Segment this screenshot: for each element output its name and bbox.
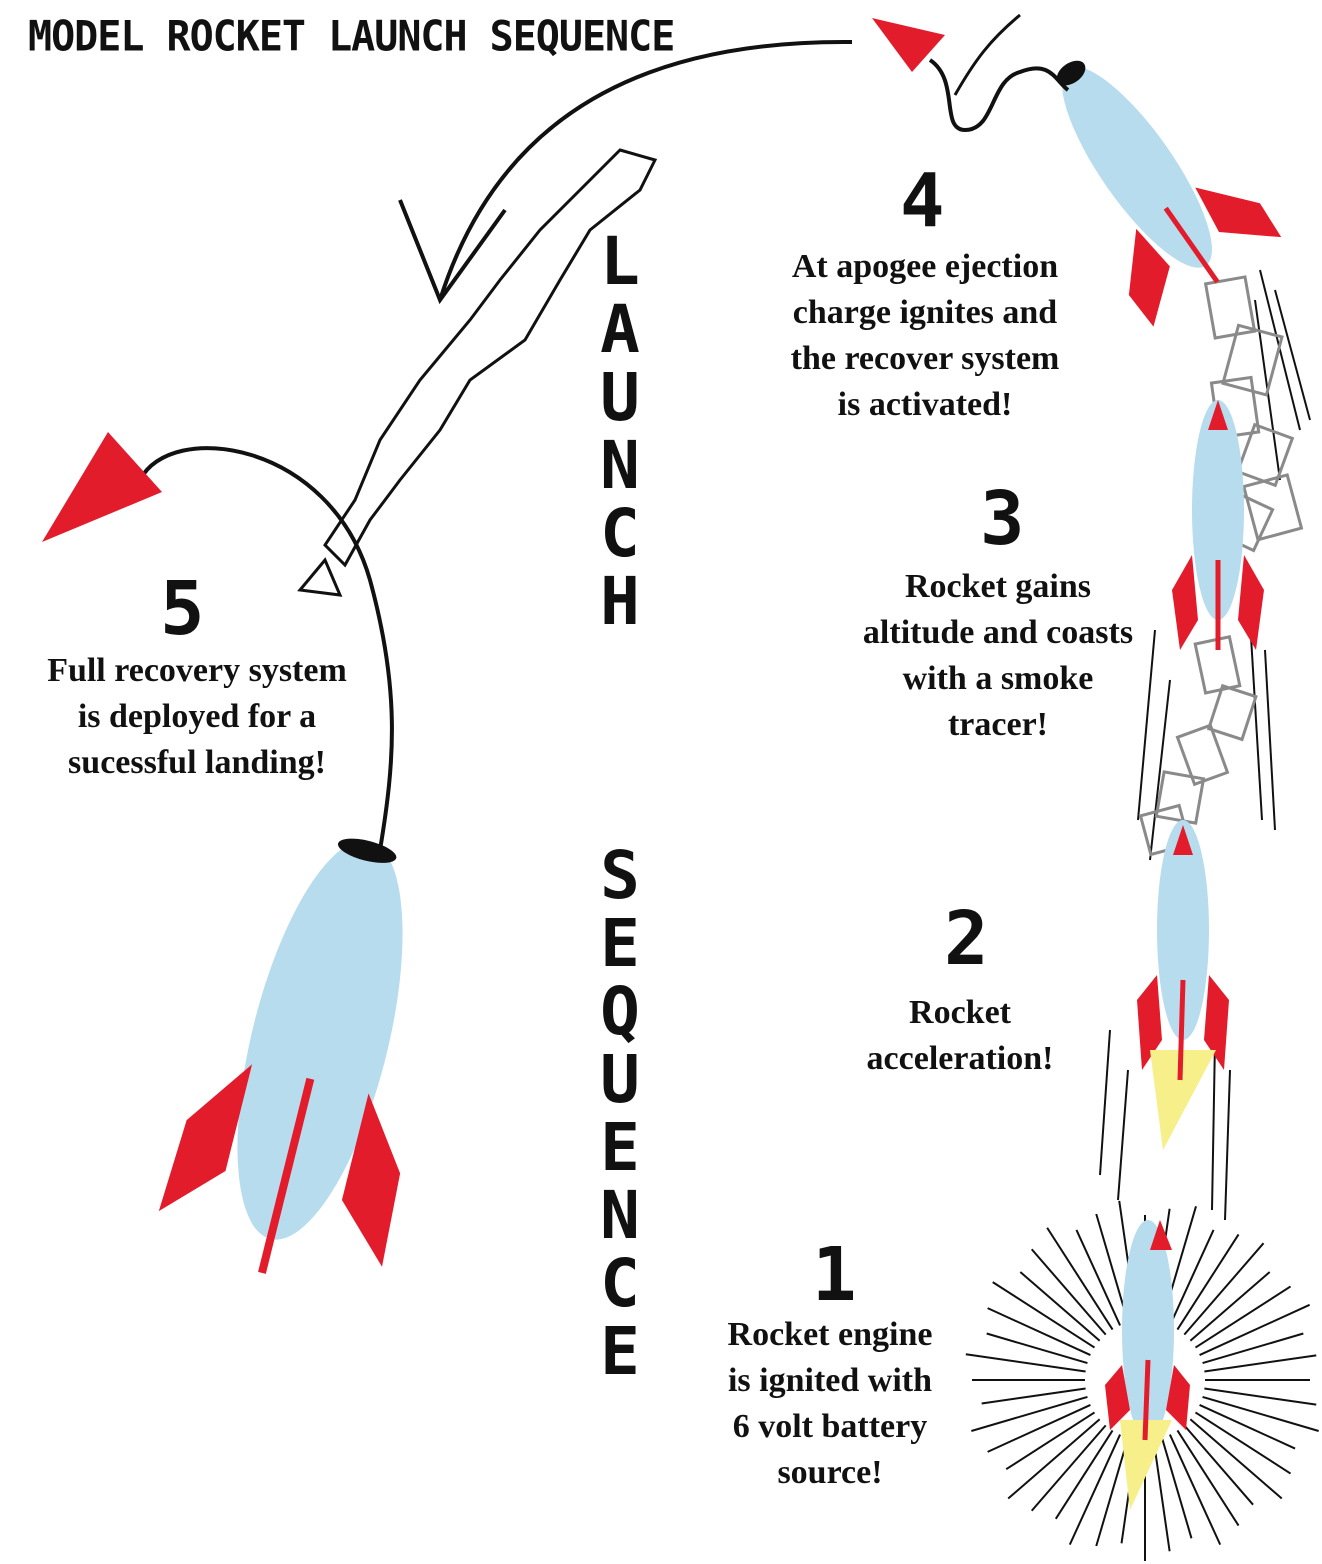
step-2-number: 2 [944,902,989,976]
step-5-text: Full recovery system is deployed for a s… [2,648,392,786]
page-title: MODEL ROCKET LAUNCH SEQUENCE [28,13,674,61]
burst-ray [1200,1405,1296,1449]
burst-ray [1076,1230,1120,1326]
step-2-text: Rocket acceleration! [830,990,1090,1082]
vertical-letter: L [600,228,640,296]
vertical-letter: A [600,296,640,364]
vertical-letter: H [600,568,640,636]
burst-ray [1170,1230,1214,1326]
rocket-accelerating [1137,820,1229,1150]
nose-cone-ejected [872,15,1068,130]
step-5-number: 5 [160,572,205,646]
step-4-text: At apogee ejection charge ignites and th… [750,244,1100,428]
vertical-letter: Q [600,978,640,1046]
vertical-letter: C [600,1250,640,1318]
step-3-text: Rocket gains altitude and coasts with a … [828,564,1168,748]
vertical-letter: U [600,1046,640,1114]
vertical-letter: N [600,1182,640,1250]
vertical-letter: E [600,1318,640,1386]
vertical-letter: N [600,432,640,500]
rocket-launch [1105,1220,1190,1510]
vertical-letter: E [600,910,640,978]
vertical-letter: C [600,500,640,568]
vertical-letter: E [600,1114,640,1182]
step-1-text: Rocket engine is ignited with 6 volt bat… [690,1312,970,1496]
landing-shock-cord [42,432,392,850]
step-4-number: 4 [900,164,945,238]
vertical-letter: U [600,364,640,432]
rocket-landing [150,813,481,1300]
step-3-number: 3 [980,482,1025,556]
step-1-number: 1 [812,1238,857,1312]
vertical-letter: S [600,842,640,910]
